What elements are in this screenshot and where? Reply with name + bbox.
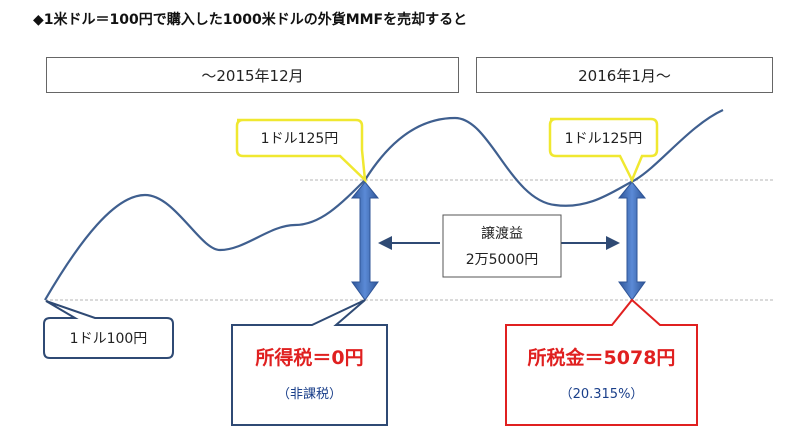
callout-rate-right [548, 117, 659, 184]
callout-rate-left [235, 118, 367, 184]
callout-rate-bottom [43, 300, 174, 359]
gain-label: 譲渡益 [481, 226, 523, 242]
vertical-double-arrow-right [617, 181, 647, 301]
gain-arrow-left-head [378, 236, 392, 250]
period-box-left: ～2015年12月 [46, 57, 459, 93]
tax-right-note: （20.315%） [559, 386, 644, 402]
tax-left-main: 所得税＝0円 [255, 346, 364, 369]
vertical-double-arrow-left [350, 181, 380, 301]
callout-tax-left [231, 299, 388, 426]
gain-box [442, 214, 562, 278]
gain-amount: 2万5000円 [465, 252, 539, 268]
gain-arrow-right-head [606, 236, 620, 250]
period-box-right: 2016年1月～ [476, 57, 773, 93]
callout-rate-right-text: 1ドル125円 [564, 130, 643, 147]
callout-tax-right [505, 298, 698, 426]
tax-left-note: （非課税） [276, 386, 342, 402]
tax-right-main: 所税金＝5078円 [527, 346, 676, 369]
callout-rate-left-text: 1ドル125円 [260, 131, 339, 147]
callout-rate-bottom-text: 1ドル100円 [69, 331, 148, 347]
page-title: ◆1米ドル＝100円で購入した1000米ドルの外貨MMFを売却すると [33, 12, 468, 28]
